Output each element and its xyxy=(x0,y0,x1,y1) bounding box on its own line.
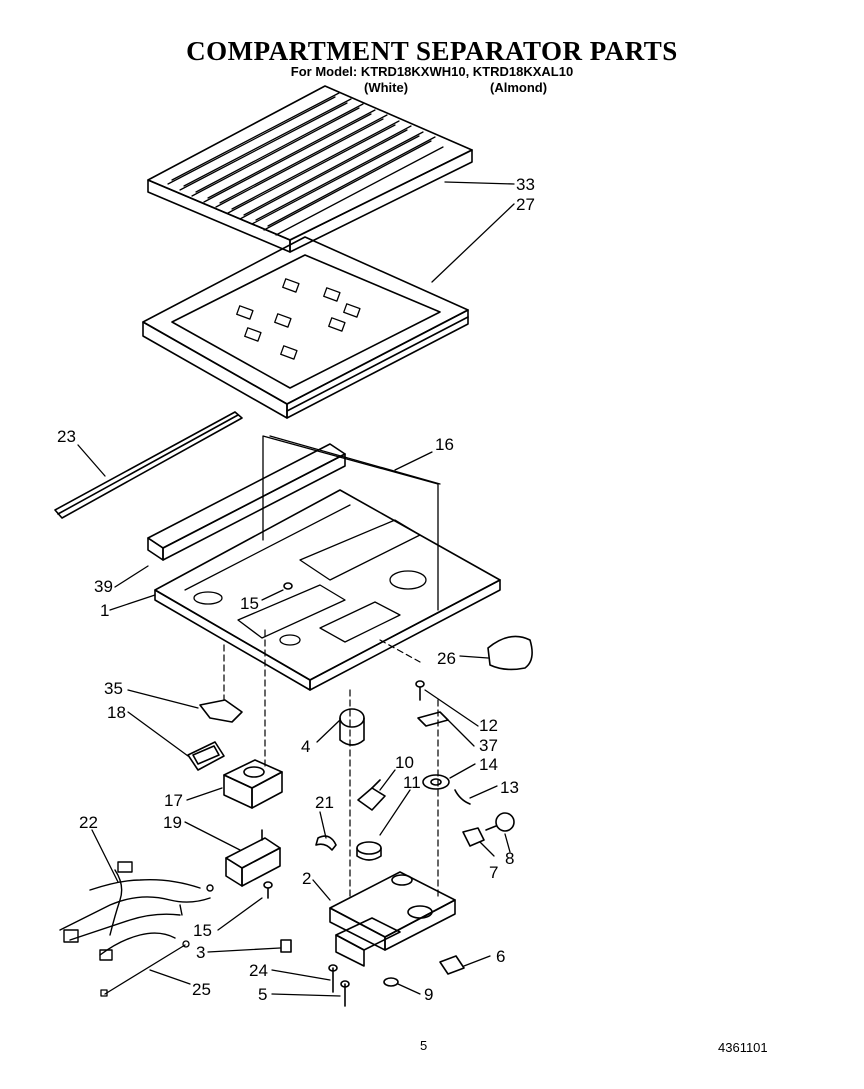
callout-39: 39 xyxy=(94,577,113,596)
part-17-control-housing xyxy=(223,759,283,809)
part-9-washer xyxy=(383,977,399,987)
leader-lines xyxy=(77,181,515,997)
callout-25: 25 xyxy=(192,980,211,999)
part-12-screw xyxy=(415,680,425,701)
part-5-screw xyxy=(340,980,350,1007)
part-27-separator-frame xyxy=(142,236,469,419)
callout-12: 12 xyxy=(479,716,498,735)
callout-16: 16 xyxy=(435,435,454,454)
callout-24: 24 xyxy=(249,961,268,980)
callout-35: 35 xyxy=(104,679,123,698)
callout-1: 1 xyxy=(100,601,109,620)
callout-15-upper: 15 xyxy=(240,594,259,613)
callout-2: 2 xyxy=(302,869,311,888)
callout-15-lower: 15 xyxy=(193,921,212,940)
part-8-lamp xyxy=(485,812,515,832)
part-35-clip xyxy=(199,699,243,723)
color-variants: (White) (Almond) xyxy=(0,80,864,96)
part-3-fastener xyxy=(280,939,292,953)
callout-37: 37 xyxy=(479,736,498,755)
page-title: COMPARTMENT SEPARATOR PARTS xyxy=(186,36,678,66)
callout-13: 13 xyxy=(500,778,519,797)
callout-19: 19 xyxy=(163,813,182,832)
part-19-bracket xyxy=(225,829,281,887)
callout-33: 33 xyxy=(516,175,535,194)
callout-14: 14 xyxy=(479,755,498,774)
model-line: For Model: KTRD18KXWH10, KTRD18KXAL10 xyxy=(290,64,574,79)
callout-8: 8 xyxy=(505,849,514,868)
callout-11: 11 xyxy=(403,773,421,792)
part-24-screw xyxy=(328,964,338,993)
callout-5: 5 xyxy=(258,985,267,1004)
part-16-heater-wire xyxy=(262,435,441,611)
part-33-shelf-grille xyxy=(147,85,473,253)
callout-23: 23 xyxy=(57,427,76,446)
part-15-screw-upper xyxy=(283,582,293,590)
part-11-bushing xyxy=(356,841,382,861)
callout-22: 22 xyxy=(79,813,98,832)
part-6-connector xyxy=(439,955,465,975)
part-14-grommet xyxy=(422,774,450,790)
part-1-separator-pan xyxy=(154,489,501,691)
callout-26: 26 xyxy=(437,649,456,668)
callout-21: 21 xyxy=(315,793,334,812)
part-22-wire-harness xyxy=(59,861,214,961)
part-4-knob xyxy=(339,708,365,746)
part-18-grille xyxy=(187,741,225,771)
part-15-screw-lower xyxy=(263,881,273,899)
callout-7: 7 xyxy=(489,863,498,882)
callout-3: 3 xyxy=(196,943,205,962)
callout-10: 10 xyxy=(395,753,414,772)
part-39-support-bar xyxy=(147,443,346,561)
part-37-clip xyxy=(417,711,449,727)
part-13-wire-lead xyxy=(454,789,471,805)
alignment-lines xyxy=(223,629,439,901)
callout-18: 18 xyxy=(107,703,126,722)
callout-labels: 33 27 23 16 39 1 15 26 35 18 12 37 4 10 … xyxy=(57,175,535,1004)
part-2-control-box xyxy=(329,871,456,967)
part-25-ground-lead xyxy=(100,940,190,997)
part-7-socket xyxy=(462,827,485,847)
document-number: 4361101 xyxy=(718,1040,768,1055)
part-23-trim-strip xyxy=(54,411,243,519)
page-number: 5 xyxy=(420,1038,428,1053)
callout-17: 17 xyxy=(164,791,183,810)
color-white-label: (White) xyxy=(364,80,409,95)
callout-6: 6 xyxy=(496,947,505,966)
part-10-switch xyxy=(357,779,386,811)
callout-27: 27 xyxy=(516,195,535,214)
part-26-insulation xyxy=(487,635,533,671)
callout-4: 4 xyxy=(301,737,310,756)
color-almond-label: (Almond) xyxy=(490,80,548,95)
callout-9: 9 xyxy=(424,985,433,1004)
